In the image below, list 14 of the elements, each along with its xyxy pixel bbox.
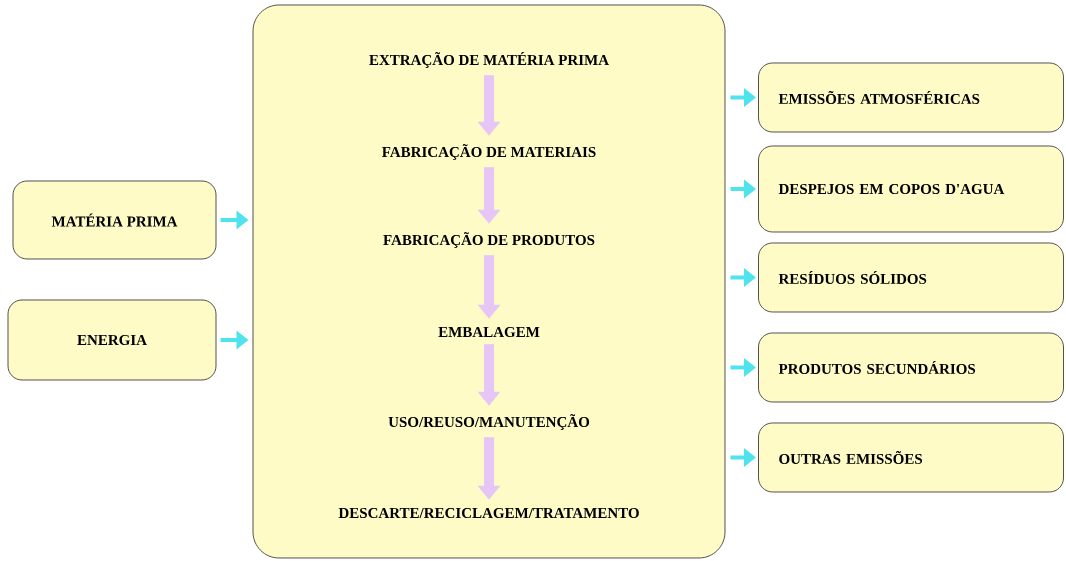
input-box: MATÉRIA PRIMA	[12, 180, 217, 260]
stage-label: USO/REUSO/MANUTENÇÃO	[388, 414, 590, 430]
output-box: EMISSÕES ATMOSFÉRICAS	[758, 62, 1064, 133]
stage-label: EMBALAGEM	[438, 326, 540, 337]
stage-label: DESCARTE/RECICLAGEM/TRATAMENTO	[338, 507, 639, 518]
stage-label: FABRICAÇÃO DE MATERIAIS	[382, 144, 596, 160]
output-box: OUTRAS EMISSÕES	[758, 422, 1064, 493]
stage-label: EXTRAÇÃO DE MATÉRIA PRIMA	[369, 52, 609, 68]
output-box: DESPEJOS EM COPOS D'AGUA	[758, 145, 1064, 233]
process-box	[252, 4, 726, 559]
input-box: ENERGIA	[7, 299, 217, 381]
output-box: PRODUTOS SECUNDÁRIOS	[758, 332, 1064, 403]
stage-label: FABRICAÇÃO DE PRODUTOS	[383, 232, 595, 248]
output-box: RESÍDUOS SÓLIDOS	[758, 242, 1064, 313]
